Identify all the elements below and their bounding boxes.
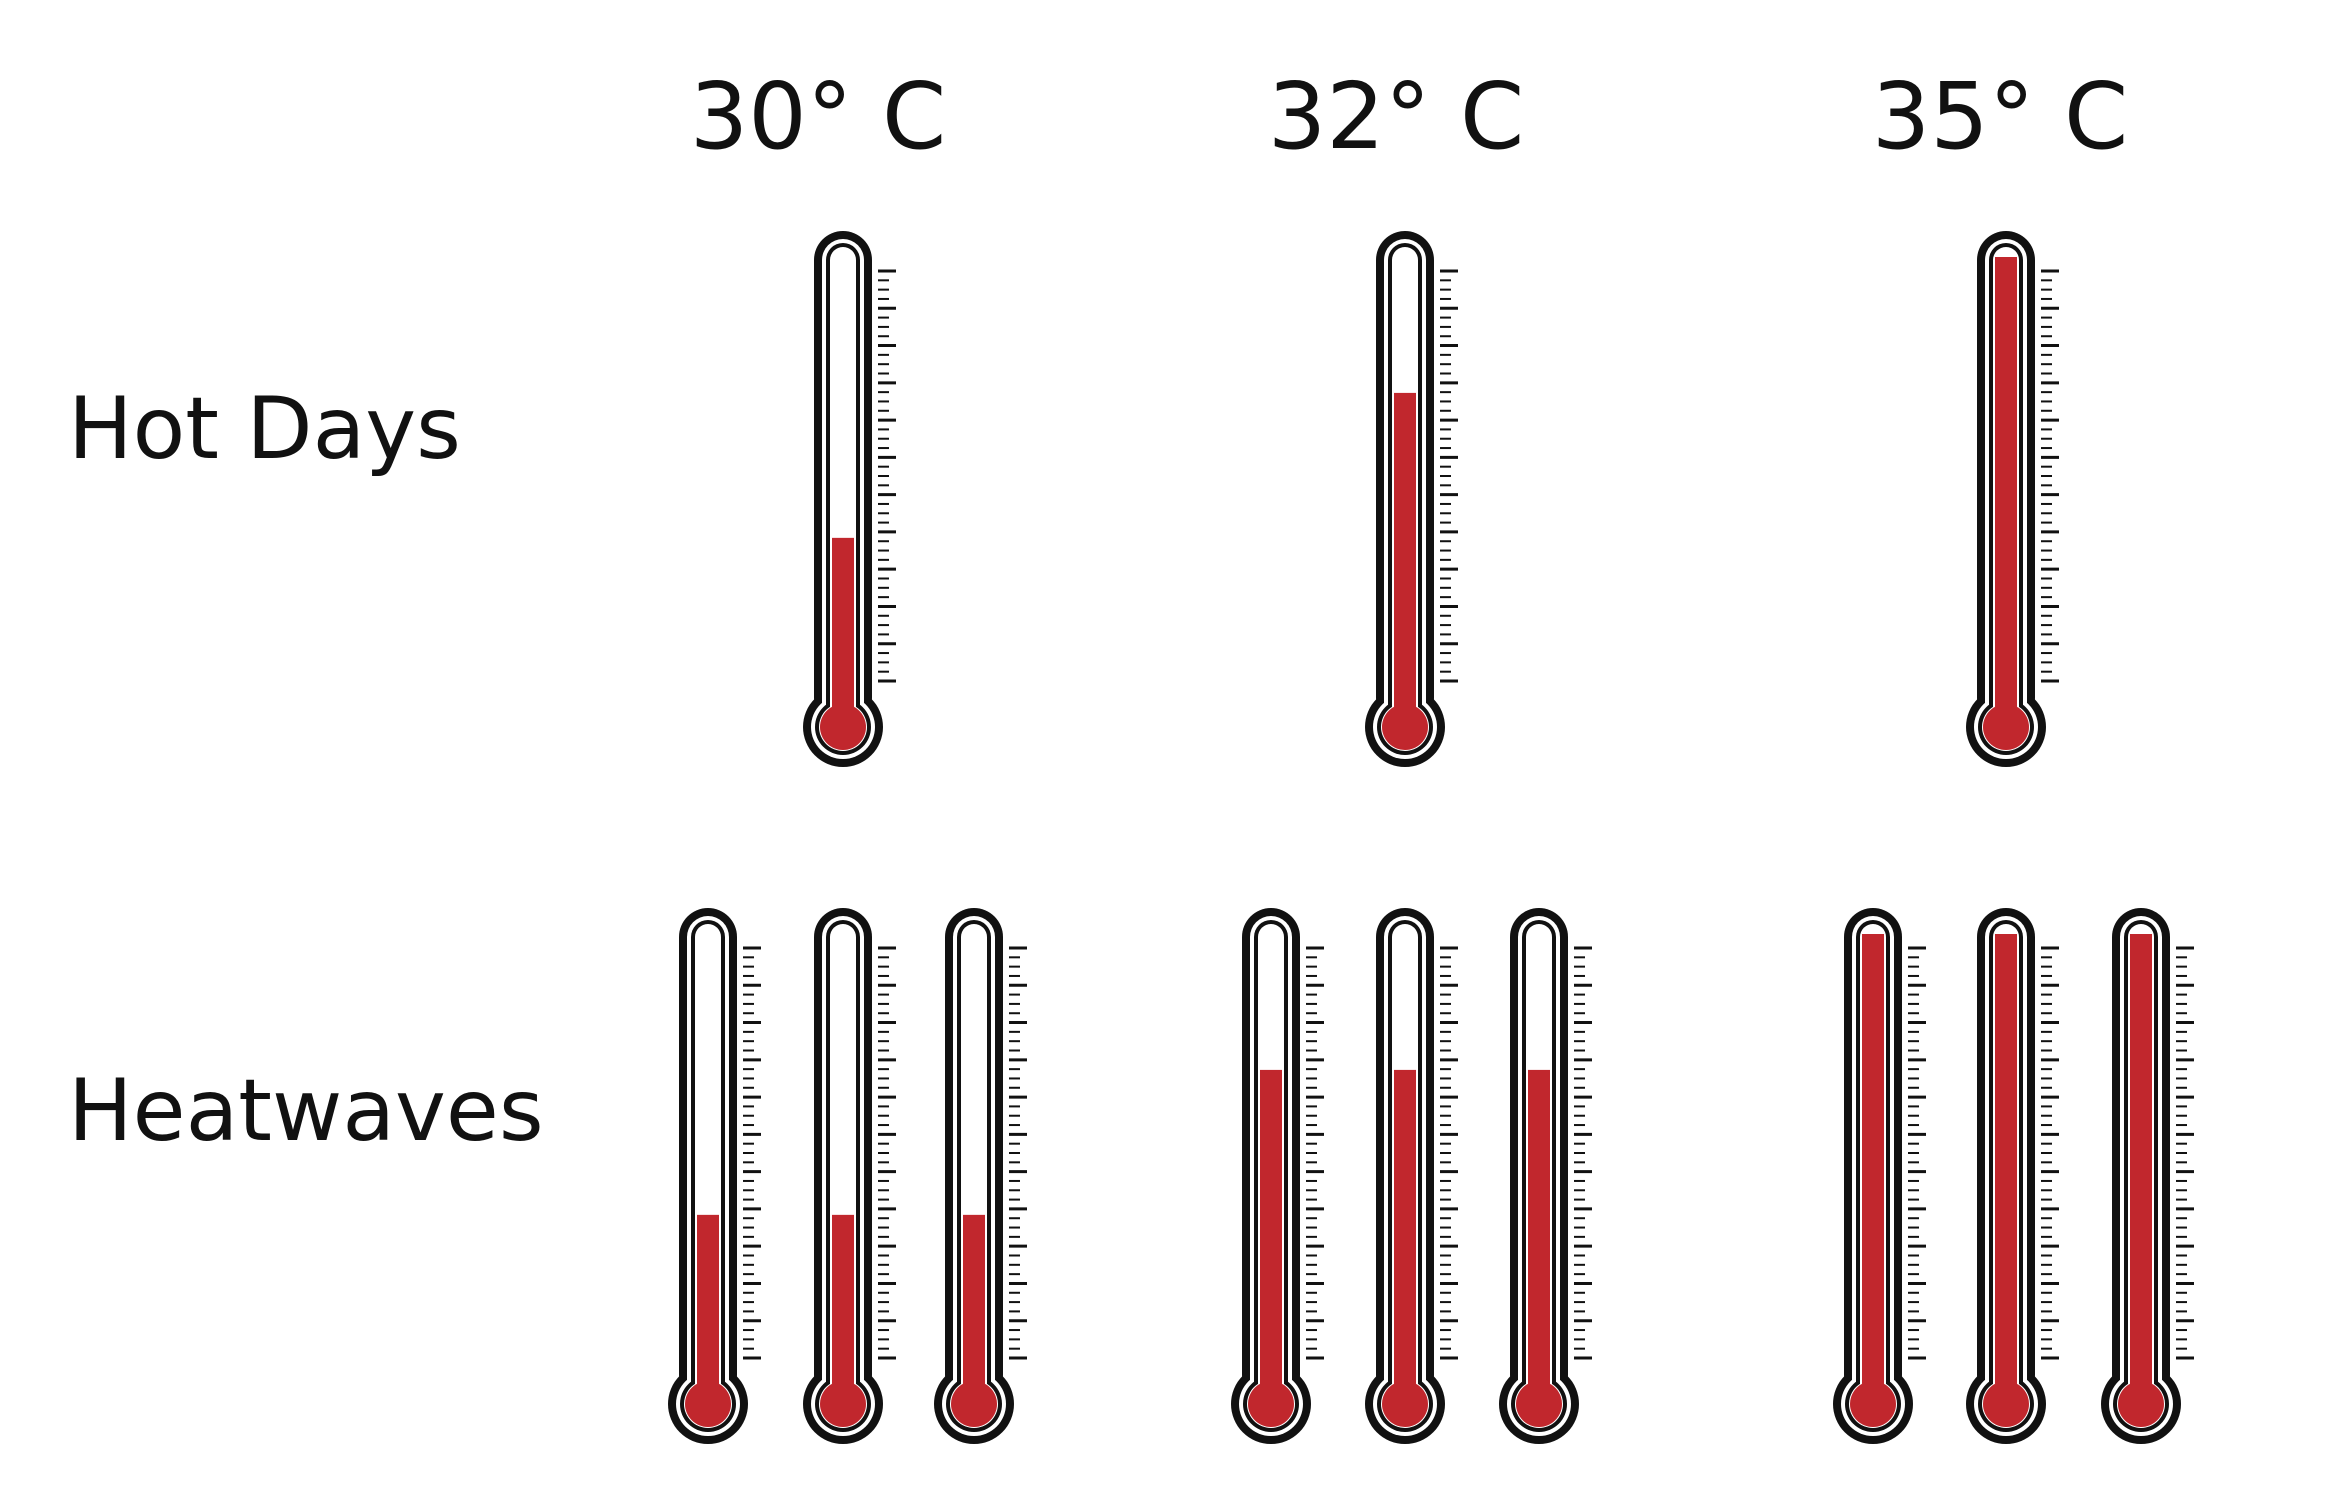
thermometer-icon <box>1365 231 1458 767</box>
mercury-column <box>2130 934 2152 1404</box>
thermometer-icon <box>803 908 896 1444</box>
row-label-heatwaves: Heatwaves <box>68 1061 544 1161</box>
thermometer-icon <box>1365 908 1458 1444</box>
thermometer-icon <box>803 231 896 767</box>
mercury-column <box>1995 257 2017 727</box>
thermometer-icon <box>934 908 1027 1444</box>
mercury-column <box>1528 1069 1550 1404</box>
thermometer-icon <box>668 908 761 1444</box>
mercury-column <box>832 537 854 727</box>
mercury-column <box>1260 1069 1282 1404</box>
mercury-column <box>697 1214 719 1404</box>
thermometer-icon <box>2101 908 2194 1444</box>
thermometer-icon <box>1966 908 2059 1444</box>
mercury-column <box>1995 934 2017 1404</box>
row-label-hot-days: Hot Days <box>68 379 461 479</box>
mercury-column <box>1862 934 1884 1404</box>
column-header-30c: 30° C <box>690 63 947 170</box>
mercury-column <box>963 1214 985 1404</box>
thermometer-grid <box>668 231 2194 1444</box>
mercury-column <box>832 1214 854 1404</box>
thermometer-icon <box>1966 231 2059 767</box>
row-labels: Hot Days Heatwaves <box>68 379 544 1161</box>
mercury-column <box>1394 392 1416 727</box>
thermometer-icon <box>1833 908 1926 1444</box>
thermometer-icon <box>1231 908 1324 1444</box>
column-header-32c: 32° C <box>1268 63 1525 170</box>
thermometer-icon <box>1499 908 1592 1444</box>
column-headers: 30° C 32° C 35° C <box>690 63 2129 170</box>
column-header-35c: 35° C <box>1872 63 2129 170</box>
mercury-column <box>1394 1069 1416 1404</box>
